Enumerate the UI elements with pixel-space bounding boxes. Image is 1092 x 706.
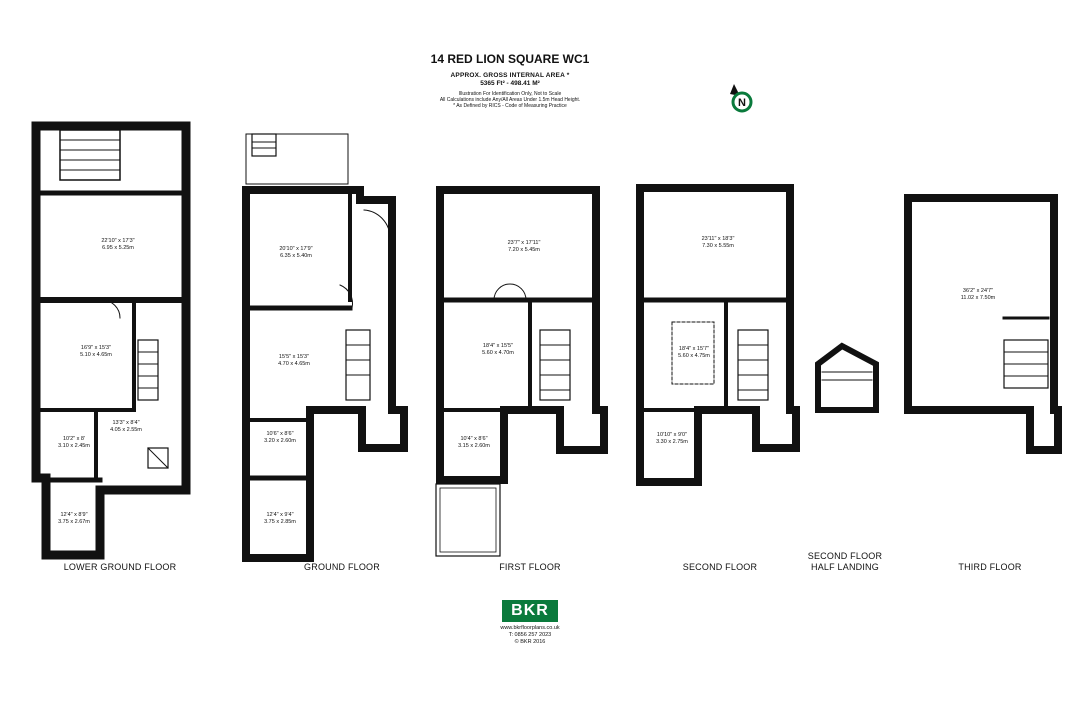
second-floor-plan (636, 184, 800, 486)
room-dim-imperial: 10'4" x 8'6" (460, 436, 488, 442)
floor-label-half-landing: SECOND FLOOR HALF LANDING (807, 551, 883, 572)
room-dim-metric: 7.20 x 5.45m (508, 247, 540, 253)
plan-title: 14 RED LION SQUARE WC1 (430, 52, 590, 66)
area-label: APPROX. GROSS INTERNAL AREA * (450, 72, 570, 79)
room-g-front: 20'10" x 17'9"6.35 x 5.40m (266, 246, 326, 260)
room-dim-imperial: 12'4" x 9'4" (266, 512, 294, 518)
room-lg-front: 22'10" x 17'3"6.95 x 5.25m (88, 238, 148, 252)
room-dim-metric: 3.75 x 2.85m (264, 519, 296, 525)
room-dim-metric: 6.95 x 5.25m (102, 245, 134, 251)
room-dim-imperial: 23'11" x 18'3" (701, 236, 735, 242)
room-g-back: 15'5" x 15'3"4.70 x 4.65m (266, 354, 322, 368)
room-dim-imperial: 13'3" x 8'4" (112, 420, 140, 426)
room-s-front: 23'11" x 18'3"7.30 x 5.55m (688, 236, 748, 250)
bkr-logo: BKR (502, 600, 558, 622)
room-dim-imperial: 12'4" x 8'9" (60, 512, 88, 518)
note-line-3: * As Defined by RICS - Code of Measuring… (453, 103, 567, 109)
room-dim-metric: 4.05 x 2.55m (110, 427, 142, 433)
note-line-1: Illustration For Identification Only, No… (458, 91, 562, 97)
third-floor-plan (904, 194, 1062, 454)
room-dim-metric: 3.20 x 2.60m (264, 438, 296, 444)
room-s-small: 10'10" x 9'0"3.30 x 2.75m (644, 432, 700, 446)
room-dim-metric: 7.30 x 5.55m (702, 243, 734, 249)
floor-label-third: THIRD FLOOR (958, 562, 1022, 572)
area-value: 5365 Ft² - 498.41 M² (480, 80, 540, 87)
floor-label-lower-ground: LOWER GROUND FLOOR (63, 562, 177, 572)
first-floor-plan (435, 186, 608, 557)
footer-website[interactable]: www.bkrfloorplans.co.uk (500, 625, 560, 631)
room-g-small: 10'6" x 8'6"3.20 x 2.60m (252, 431, 308, 445)
room-f-small: 10'4" x 8'6"3.15 x 2.60m (446, 436, 502, 450)
room-dim-metric: 3.75 x 2.67m (58, 519, 90, 525)
room-lg-vault: 12'4" x 8'9"3.75 x 2.67m (46, 512, 102, 526)
room-dim-imperial: 10'6" x 8'6" (266, 431, 294, 437)
room-dim-imperial: 23'7" x 17'11" (507, 240, 541, 246)
room-lg-small: 10'2" x 8'3.10 x 2.45m (46, 436, 102, 450)
room-dim-imperial: 20'10" x 17'9" (279, 246, 313, 252)
lower-ground-floor-plan (31, 121, 191, 560)
room-dim-imperial: 18'4" x 15'7" (678, 346, 710, 352)
room-lg-back: 16'9" x 15'3"5.10 x 4.65m (66, 345, 126, 359)
room-lg-mid: 13'3" x 8'4"4.05 x 2.55m (104, 420, 148, 434)
room-dim-imperial: 18'4" x 15'5" (482, 343, 514, 349)
floor-label-first: FIRST FLOOR (499, 562, 561, 572)
room-dim-metric: 3.10 x 2.45m (58, 443, 90, 449)
room-dim-metric: 5.60 x 4.75m (678, 353, 710, 359)
room-dim-imperial: 16'9" x 15'3" (80, 345, 112, 351)
room-dim-metric: 5.60 x 4.70m (482, 350, 514, 356)
room-dim-imperial: 36'2" x 24'7" (962, 288, 994, 294)
compass-letter: N (738, 97, 746, 109)
room-dim-imperial: 15'5" x 15'3" (278, 354, 310, 360)
room-s-back: 18'4" x 15'7"5.60 x 4.75m (664, 346, 724, 360)
room-g-vault: 12'4" x 9'4"3.75 x 2.85m (252, 512, 308, 526)
room-t-main: 36'2" x 24'7"11.02 x 7.50m (946, 288, 1010, 302)
floor-label-second: SECOND FLOOR (682, 562, 758, 572)
disclaimer-notes: Illustration For Identification Only, No… (340, 91, 680, 109)
ground-floor-plan (242, 133, 408, 562)
footer-copyright: © BKR 2016 (514, 639, 546, 645)
room-dim-metric: 3.15 x 2.60m (458, 443, 490, 449)
room-dim-metric: 4.70 x 4.65m (278, 361, 310, 367)
room-f-front: 23'7" x 17'11"7.20 x 5.45m (494, 240, 554, 254)
note-line-2: All Calculations include Any/All Areas U… (439, 97, 581, 103)
room-dim-metric: 5.10 x 4.65m (80, 352, 112, 358)
room-dim-metric: 11.02 x 7.50m (960, 295, 996, 301)
floor-label-ground: GROUND FLOOR (304, 562, 380, 572)
room-f-back: 18'4" x 15'5"5.60 x 4.70m (468, 343, 528, 357)
half-landing-plan (815, 342, 879, 413)
room-dim-imperial: 10'10" x 9'0" (656, 432, 688, 438)
footer-phone: T: 0856 257 2023 (508, 632, 552, 638)
compass-icon: N (730, 84, 753, 113)
room-dim-imperial: 10'2" x 8' (62, 436, 86, 442)
room-dim-imperial: 22'10" x 17'3" (101, 238, 135, 244)
room-dim-metric: 3.30 x 2.75m (656, 439, 688, 445)
room-dim-metric: 6.35 x 5.40m (280, 253, 312, 259)
